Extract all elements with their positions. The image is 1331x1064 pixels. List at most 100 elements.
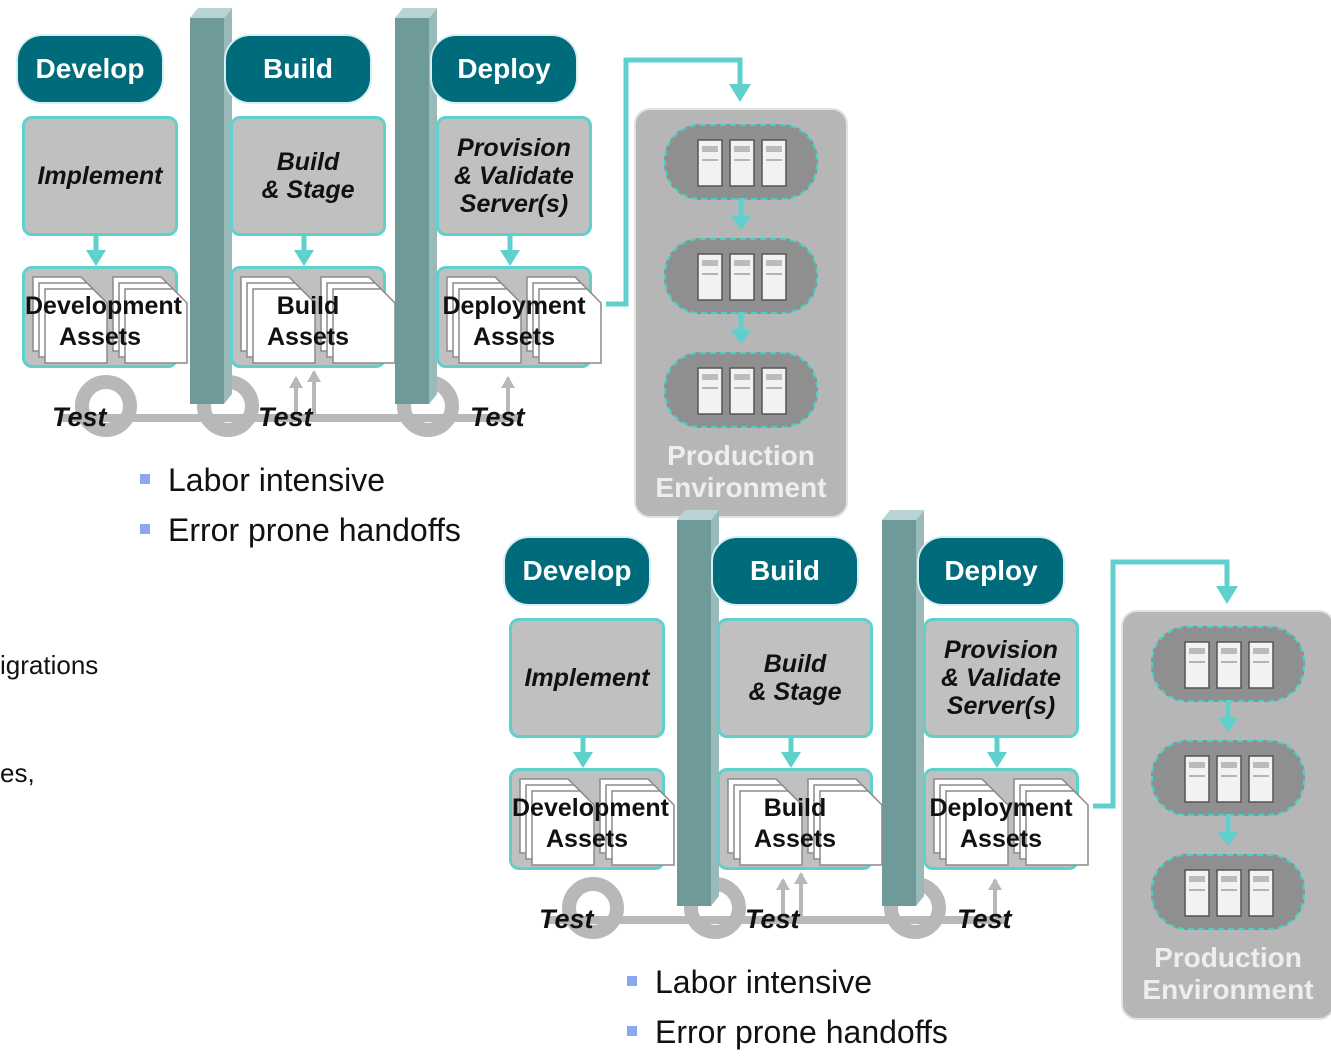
arrowhead-down-icon [500,250,520,266]
arrowhead-up-icon [501,376,515,388]
bullet-square-icon [140,474,150,484]
drive-bay [766,374,782,380]
drive-bay [1253,876,1269,882]
pillar-top [882,510,924,520]
server-group-icons [697,253,787,301]
test-label: Test [470,402,525,432]
document-page-icon [819,790,883,866]
document-stack-icon [240,276,396,364]
server-group [664,238,818,314]
document-page-icon [531,790,595,866]
document-page-icon [739,790,803,866]
document-page-icon [945,790,1009,866]
document-stack-icon [519,778,675,866]
drive-bay [766,146,782,152]
pillar-side [916,510,924,906]
list-item-text: Error prone handoffs [168,512,461,548]
arrowhead-down-icon [86,250,106,266]
stage-divider-pillar [190,18,224,404]
drive-bay [1221,762,1237,768]
server-group [664,124,818,200]
list-item: Error prone handoffs [140,512,520,562]
document-page-icon [332,288,396,364]
stage-header-develop: Develop [16,34,164,104]
arrowhead-down-icon [573,752,593,768]
stage-header-deploy: Deploy [917,536,1065,606]
stage-divider-pillar [395,18,429,404]
arrowhead-up-icon [794,872,808,884]
test-label: Test [52,402,107,432]
stage-header-build: Build [224,34,372,104]
drive-bay [702,374,718,380]
bullet-square-icon [627,976,637,986]
server-group-icons [697,139,787,187]
connector-layer [547,510,1007,939]
test-cycle-icon [562,877,624,939]
document-page-icon [44,288,108,364]
pillar-top [190,8,232,18]
document-stack-icon [32,276,188,364]
drive-bay [734,374,750,380]
server-group-icons [1184,869,1274,917]
arrowhead-down-icon [294,250,314,266]
arrowhead-down-icon [781,752,801,768]
connector-layer [60,8,520,437]
drive-bay [702,146,718,152]
arrowhead-up-icon [776,878,790,890]
server-group [1151,740,1305,816]
server-group-icons [1184,641,1274,689]
list-item: Labor intensive [627,964,1007,1014]
test-label: Test [957,904,1012,934]
drive-bay [1189,648,1205,654]
stage-header-develop: Develop [503,536,651,606]
arrowhead-up-icon [307,370,321,382]
list-item-text: Labor intensive [655,964,873,1000]
task-box: Build& Stage [717,618,873,738]
list-item: Labor intensive [140,462,520,512]
pillar-top [395,8,437,18]
side-text-fragment: igrations [0,650,99,680]
document-page-icon [124,288,188,364]
bullet-square-icon [140,524,150,534]
test-label: Test [745,904,800,934]
document-page-icon [252,288,316,364]
drive-bay [734,260,750,266]
document-stack-icon [446,276,602,364]
side-text-fragment: es, [0,758,35,788]
server-group [1151,854,1305,930]
task-box: Build& Stage [230,116,386,236]
drive-bay [1221,648,1237,654]
document-page-icon [611,790,675,866]
drive-bay [1189,876,1205,882]
stage-divider-pillar [677,520,711,906]
bullet-square-icon [627,1026,637,1036]
task-box: Implement [509,618,665,738]
server-group-icons [1184,755,1274,803]
drive-bay [702,260,718,266]
stage-header-build: Build [711,536,859,606]
test-cycle-icon [75,375,137,437]
list-item-text: Labor intensive [168,462,386,498]
arrowhead-up-icon [988,878,1002,890]
document-stack-icon [727,778,883,866]
drive-bay [766,260,782,266]
document-page-icon [538,288,602,364]
stage-header-deploy: Deploy [430,34,578,104]
server-group [664,352,818,428]
